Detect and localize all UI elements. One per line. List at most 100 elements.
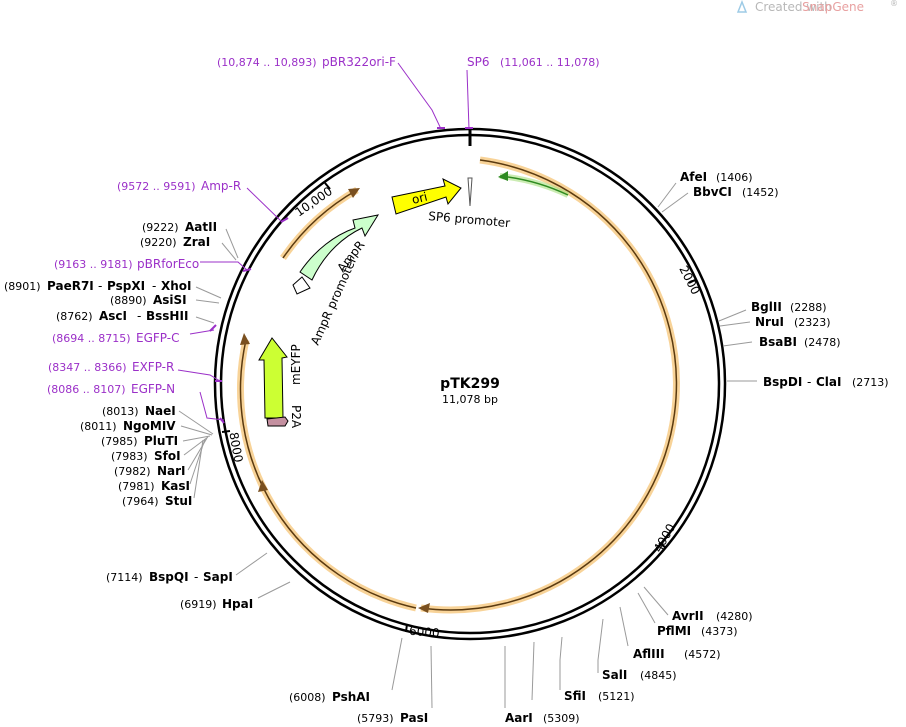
site-nrui-pos: (2323) <box>794 316 831 329</box>
site-pasi-name: PasI <box>400 711 428 725</box>
ori-arrow[interactable] <box>391 178 462 215</box>
primer-pbrforeco-name: pBRforEco <box>137 257 199 271</box>
primer-pbrforeco-range: (9163 .. 9181) <box>54 258 133 271</box>
site-bspqi-name: BspQI <box>149 570 189 584</box>
site-pluti-pos: (7985) <box>101 435 138 448</box>
site-sali-name: SalI <box>602 668 627 682</box>
site-pshai-name: PshAI <box>332 690 370 704</box>
site-asisi-pos: (8890) <box>110 294 147 307</box>
orf-arc-right-line <box>420 159 678 611</box>
site-bsabi-name: BsaBI <box>759 335 797 349</box>
site-afei-name: AfeI <box>680 170 707 184</box>
site-nari-name: NarI <box>157 464 186 478</box>
site-afliii-name: AflIII <box>633 647 665 661</box>
site-kasi-name: KasI <box>161 479 190 493</box>
site-bspqi-pos: (7114) <box>106 571 143 584</box>
site-asisi-name: AsiSI <box>153 293 187 307</box>
primer-pbr322ori-f-name: pBR322ori-F <box>322 55 396 69</box>
site-bglii-name: BglII <box>751 300 782 314</box>
site-pflmi-name: PflMI <box>657 624 691 638</box>
site-hpai-pos: (6919) <box>180 598 217 611</box>
site-stui-name: StuI <box>165 494 192 508</box>
site-zrai-pos: (9220) <box>140 236 177 249</box>
tick-8000: 8000 <box>226 431 245 464</box>
site-sfoi-pos: (7983) <box>111 450 148 463</box>
orf-arc-top-line <box>282 189 358 259</box>
site-bspdi-name: BspDI <box>763 375 802 389</box>
site-sali-pos: (4845) <box>640 669 677 682</box>
site-afliii-pos: (4572) <box>684 648 721 661</box>
primer-egfp-n-range: (8086 .. 8107) <box>47 383 126 396</box>
site-naei-pos: (8013) <box>102 405 139 418</box>
tick-6000: 6000 <box>409 624 441 641</box>
site-avrii-pos: (4280) <box>716 610 753 623</box>
orf-arc-left-line <box>239 339 417 609</box>
site-bglii-pos: (2288) <box>790 301 827 314</box>
site-pshai-pos: (6008) <box>289 691 326 704</box>
site-aatii-pos: (9222) <box>142 221 179 234</box>
site-stui-pos: (7964) <box>122 495 159 508</box>
site-paer7i-name: PaeR7I <box>47 279 94 293</box>
orf-arrow-left-icon <box>240 333 250 345</box>
site-aatii-name: AatII <box>185 220 217 234</box>
site-zrai-name: ZraI <box>183 235 210 249</box>
primer-egfp-n-name: EGFP-N <box>131 382 175 396</box>
site-bsabi-pos: (2478) <box>804 336 841 349</box>
svg-text:-: - <box>137 309 141 323</box>
site-xhoi-name: XhoI <box>161 279 192 293</box>
ampr-arrow[interactable] <box>299 214 380 281</box>
orf-arrow-top-icon <box>348 188 360 198</box>
svg-text:-: - <box>194 570 198 584</box>
svg-text:-: - <box>152 279 156 293</box>
site-pflmi-pos: (4373) <box>701 625 738 638</box>
site-asci-name: AscI <box>99 309 127 323</box>
snapgene-watermark: Created with SnapGene ® <box>736 0 898 14</box>
primer-amp-r-range: (9572 .. 9591) <box>117 180 196 193</box>
site-kasi-pos: (7981) <box>118 480 155 493</box>
site-nari-pos: (7982) <box>114 465 151 478</box>
meyfp-arrow[interactable] <box>258 337 288 419</box>
watermark-prefix: Created with <box>755 0 832 14</box>
site-clai-pos: (2713) <box>852 376 889 389</box>
primer-pbr322ori-f-range: (10,874 .. 10,893) <box>217 56 317 69</box>
ori-label: ori <box>410 190 429 207</box>
site-sfoi-name: SfoI <box>154 449 181 463</box>
site-pspxi-name: PspXI <box>107 279 145 293</box>
site-sfii-name: SfiI <box>564 689 586 703</box>
site-sfii-pos: (5121) <box>598 690 635 703</box>
p2a-arrow[interactable] <box>266 416 289 427</box>
site-paer7i-pos: (8901) <box>4 280 41 293</box>
svg-text:-: - <box>807 375 811 389</box>
tick-2000: 2000 <box>676 263 702 297</box>
snapgene-logo-icon <box>736 0 748 13</box>
site-avrii-name: AvrII <box>672 609 704 623</box>
ampr-promoter-arrow[interactable] <box>292 276 311 295</box>
site-asci-pos: (8762) <box>56 310 93 323</box>
orf-arrow-left-mid-icon <box>258 480 268 492</box>
watermark-brand: SnapGene <box>802 0 864 14</box>
primer-egfp-c-name: EGFP-C <box>136 331 179 345</box>
site-leaders <box>178 182 757 709</box>
p2a-label: P2A <box>289 405 303 429</box>
site-ngomiv-pos: (8011) <box>80 420 117 433</box>
primer-sp6-range: (11,061 .. 11,078) <box>500 56 600 69</box>
watermark-reg: ® <box>890 0 898 8</box>
orf-arrow-right-icon <box>418 603 430 613</box>
primer-exfp-r-name: EXFP-R <box>132 360 174 374</box>
svg-text:-: - <box>98 279 102 293</box>
site-aari-name: AarI <box>505 711 533 725</box>
site-hpai-name: HpaI <box>222 597 253 611</box>
site-bbvci-name: BbvCI <box>693 185 732 199</box>
site-naei-name: NaeI <box>145 404 176 418</box>
sp6-promoter-arrow[interactable] <box>467 177 473 207</box>
site-pluti-name: PluTI <box>144 434 178 448</box>
site-pasi-pos: (5793) <box>357 712 394 725</box>
plasmid-length: 11,078 bp <box>442 393 498 406</box>
primer-leaders <box>177 62 473 424</box>
primer-exfp-r-range: (8347 .. 8366) <box>48 361 127 374</box>
site-ngomiv-name: NgoMIV <box>123 419 176 433</box>
primer-sp6-name: SP6 <box>467 55 490 69</box>
site-clai-name: ClaI <box>816 375 841 389</box>
site-aari-pos: (5309) <box>543 712 580 725</box>
